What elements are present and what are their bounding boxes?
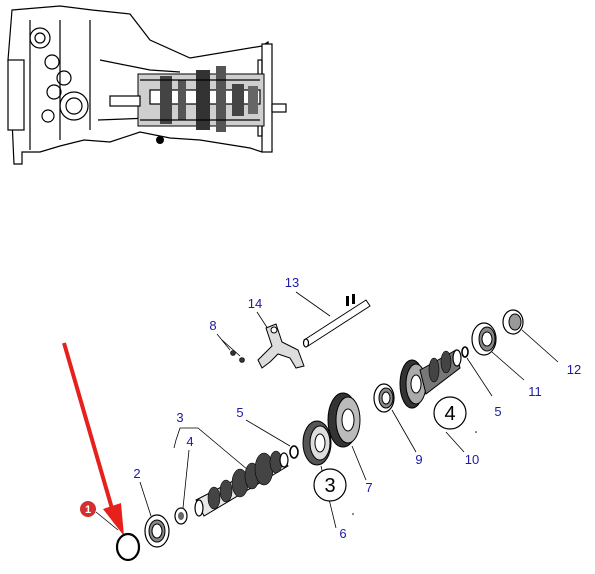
part-bearing-2: 2 — [133, 466, 170, 548]
part-snap-ring-5a: 5 — [236, 405, 299, 459]
part-shift-rod-13: 13 — [285, 275, 371, 348]
part-snap-ring-5b: 5 — [461, 346, 502, 419]
red-arrow-icon — [62, 342, 124, 536]
circled-group-3 — [313, 468, 347, 502]
callout-12: 12 — [567, 362, 581, 377]
part-gear-7: 7 — [327, 392, 373, 495]
part-main-shaft: 3 4 — [173, 410, 289, 525]
callout-11: 11 — [528, 384, 542, 399]
part-shift-fork-14: 14 — [248, 296, 305, 369]
callout-9: 9 — [415, 452, 422, 467]
gearbox-housing-illustration — [7, 5, 287, 165]
part-seal-12: 12 — [502, 309, 581, 377]
part-bolts-8: 8 — [209, 318, 245, 363]
callout-5-right: 5 — [494, 404, 501, 419]
circled-3-label: 3 — [324, 475, 335, 497]
callout-1: 1 — [85, 504, 91, 516]
callout-7: 7 — [365, 480, 372, 495]
part-gear-shaft-10: 10 4 — [399, 349, 479, 467]
callout-2: 2 — [133, 466, 140, 481]
callout-5-left: 5 — [236, 405, 243, 420]
callout-3: 3 — [176, 410, 183, 425]
callout-13: 13 — [285, 275, 299, 290]
callout-10: 10 — [465, 452, 479, 467]
part-bearing-11: 11 — [471, 322, 542, 399]
callout-8: 8 — [209, 318, 216, 333]
part-o-ring — [95, 511, 141, 562]
callout-4: 4 — [186, 434, 193, 449]
circled-4-label: 4 — [444, 403, 455, 425]
callout-14: 14 — [248, 296, 262, 311]
circled-group-4 — [433, 396, 467, 430]
callout-6: 6 — [339, 526, 346, 541]
part-gear-6: 6 3 — [302, 420, 347, 541]
part-bearing-9: 9 — [373, 383, 423, 467]
numbered-badge-icon: 1 — [80, 501, 96, 517]
